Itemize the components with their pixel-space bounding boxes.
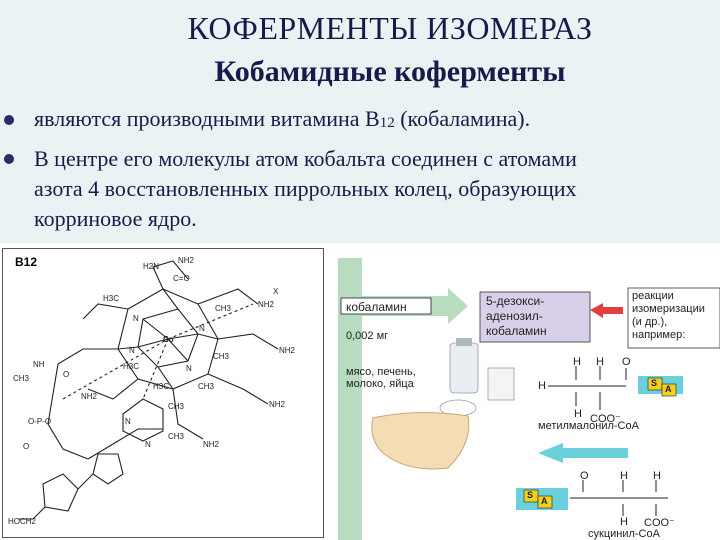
svg-text:NH2: NH2 (203, 440, 220, 449)
svg-text:NH2: NH2 (178, 256, 195, 265)
svg-text:CH3: CH3 (215, 304, 232, 313)
svg-text:H2N: H2N (143, 262, 159, 271)
b12-structure-figure: B12 (2, 248, 324, 538)
scheme-drawing (338, 258, 720, 540)
food-sources-label: мясо, печень, молоко, яйца (346, 366, 416, 390)
bullet-1-text: являются производными витамина В (34, 106, 380, 131)
daily-dose-label: 0,002 мг (346, 330, 389, 342)
coenzyme-label-line-1: 5-дезокси- (486, 294, 545, 308)
svg-text:O: O (23, 442, 29, 451)
a-label-2: A (541, 496, 548, 506)
bullet-1-text-end: (кобаламина). (394, 106, 531, 131)
reaction-label-line-2: изомеризации (632, 303, 705, 315)
svg-text:NH2: NH2 (81, 392, 98, 401)
svg-text:Co: Co (163, 335, 174, 344)
svg-text:X: X (273, 287, 279, 296)
svg-text:N: N (133, 314, 139, 323)
reaction-label-line-3: (и др.), (632, 316, 668, 328)
svg-text:H3C: H3C (103, 294, 119, 303)
svg-text:N: N (129, 346, 135, 355)
bullet-2-line-2: азота 4 восстановленных пиррольных колец… (34, 176, 577, 201)
slide-title: КОФЕРМЕНТЫ ИЗОМЕРАЗ (187, 10, 593, 46)
svg-text:NH2: NH2 (269, 400, 286, 409)
bullet-1-subscript: 12 (379, 115, 395, 131)
svg-text:N: N (199, 324, 205, 333)
svg-text:CH3: CH3 (198, 382, 215, 391)
reaction-label-line-1: реакции (632, 290, 674, 302)
svg-text:C=O: C=O (173, 274, 190, 283)
bullet-2-line-1: В центре его молекулы атом кобальта соед… (34, 146, 577, 171)
svg-text:NH: NH (33, 360, 45, 369)
svg-text:HOCH2: HOCH2 (8, 517, 37, 526)
b12-label: B12 (15, 255, 38, 269)
cobalamin-scheme: кобаламин 0,002 мг мясо, печень, молоко,… (338, 248, 720, 540)
slide-subtitle: Кобамидные коферменты (214, 55, 566, 88)
svg-text:CH3: CH3 (213, 352, 230, 361)
coenzyme-label-line-3: кобаламин (486, 324, 547, 338)
bullet-list: являются производными витамина В12 (коба… (0, 104, 720, 244)
svg-text:H3C: H3C (153, 382, 169, 391)
cobalamin-label: кобаламин (346, 300, 407, 314)
bullet-2-line-3: корриновое ядро. (34, 206, 197, 231)
methylmalonyl-coa-label: метилмалонил-СоА (538, 420, 639, 432)
svg-text:NH2: NH2 (279, 346, 296, 355)
svg-text:N: N (125, 417, 131, 426)
s-label: S (651, 378, 658, 388)
bullet-dot-icon (4, 154, 14, 164)
coenzyme-label-line-2: аденозил- (486, 309, 543, 323)
bullet-dot-icon (4, 115, 14, 125)
svg-text:NH2: NH2 (258, 300, 275, 309)
slide-header-band (0, 0, 720, 243)
svg-text:CH3: CH3 (13, 374, 30, 383)
svg-text:N: N (186, 364, 192, 373)
coo-label-1: COO⁻ (590, 413, 621, 425)
coo-label-2: COO⁻ (644, 517, 675, 529)
svg-text:N: N (145, 440, 151, 449)
svg-text:O: O (63, 370, 69, 379)
a-label: A (665, 384, 672, 394)
succinyl-coa-label: сукцинил-СоА (588, 528, 660, 540)
s-label-2: S (527, 490, 534, 500)
svg-text:CH3: CH3 (168, 432, 185, 441)
reaction-label-line-4: например: (632, 329, 686, 341)
svg-text:CH3: CH3 (168, 402, 185, 411)
svg-text:O-P-O: O-P-O (28, 417, 51, 426)
svg-text:H3C: H3C (123, 362, 139, 371)
